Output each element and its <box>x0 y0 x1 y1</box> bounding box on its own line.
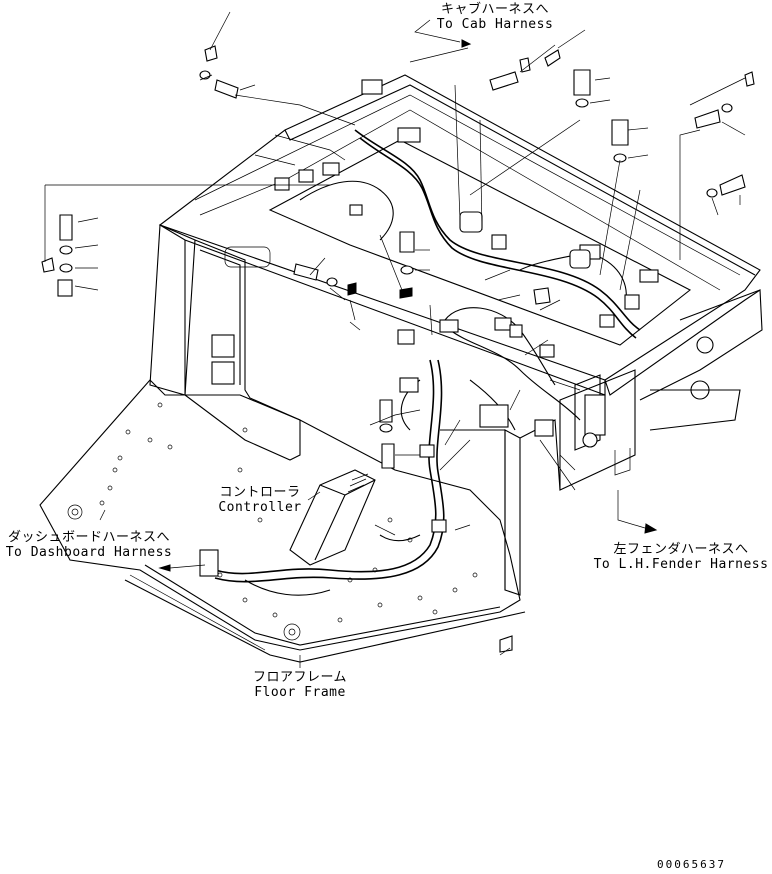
lh-fender-harness-label-jp: 左フェンダハーネスへ <box>613 542 749 557</box>
drawing-number: 00065637 <box>657 858 726 871</box>
dashboard-harness-label-jp: ダッシュボードハーネスへ <box>7 530 170 545</box>
floor-frame-label-jp: フロアフレーム <box>252 670 348 685</box>
fasteners <box>41 45 755 653</box>
floor-frame-label-en: Floor Frame <box>254 685 346 700</box>
controller-label-jp: コントローラ <box>219 485 301 500</box>
harness-cables <box>214 129 641 596</box>
leader-lines <box>44 11 746 668</box>
controller-label-en: Controller <box>218 500 302 515</box>
dashboard-harness-label: ダッシュボードハーネスへ To Dashboard Harness <box>0 530 178 560</box>
seat-frame <box>149 74 763 596</box>
floor-frame-plate <box>39 379 526 663</box>
controller-label: コントローラ Controller <box>210 485 310 515</box>
connectors <box>199 79 659 577</box>
cab-harness-label-en: To Cab Harness <box>436 17 554 32</box>
floor-frame-label: フロアフレーム Floor Frame <box>245 670 355 700</box>
cab-harness-label: キャブハーネスへ To Cab Harness <box>420 2 570 32</box>
cab-harness-label-jp: キャブハーネスへ <box>440 2 549 17</box>
lh-fender-harness-label-en: To L.H.Fender Harness <box>593 557 769 572</box>
lh-fender-harness-label: 左フェンダハーネスへ To L.H.Fender Harness <box>590 542 772 572</box>
controller-unit <box>289 469 376 566</box>
dashboard-harness-label-en: To Dashboard Harness <box>5 545 173 560</box>
